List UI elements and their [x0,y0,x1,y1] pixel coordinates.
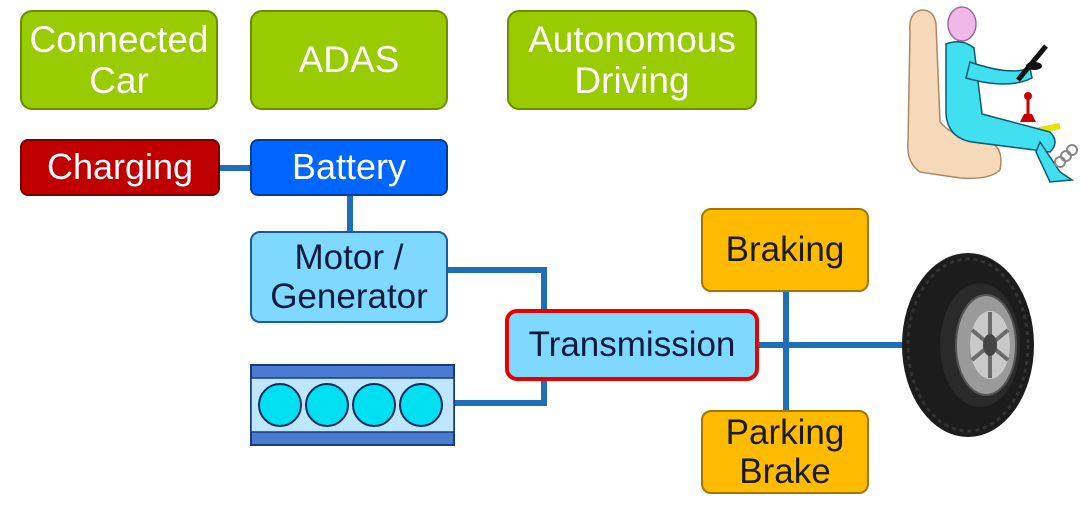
motor-generator-label: Motor / Generator [270,237,428,316]
autonomous-driving-box: Autonomous Driving [507,10,757,110]
adas-label: ADAS [298,39,400,81]
parking-brake-box: Parking Brake [701,410,869,494]
braking-label: Braking [725,230,845,270]
charging-box: Charging [20,139,220,196]
motor-generator-box: Motor / Generator [250,231,448,323]
transmission-box: Transmission [505,309,759,381]
charging-label: Charging [46,146,194,188]
driver-seated-icon [907,6,1078,183]
transmission-label: Transmission [528,325,736,365]
connected-car-label: Connected Car [29,18,209,101]
engine-cylinders-icon [250,364,455,446]
tire-icon [902,253,1034,437]
adas-box: ADAS [250,10,448,110]
battery-box: Battery [250,139,448,196]
parking-brake-label: Parking Brake [725,412,845,491]
wire-motor-transmission [447,267,547,309]
autonomous-driving-label: Autonomous Driving [528,18,736,101]
braking-box: Braking [701,208,869,292]
connected-car-box: Connected Car [20,10,218,110]
battery-label: Battery [291,146,407,188]
wire-engine-transmission [455,380,547,406]
